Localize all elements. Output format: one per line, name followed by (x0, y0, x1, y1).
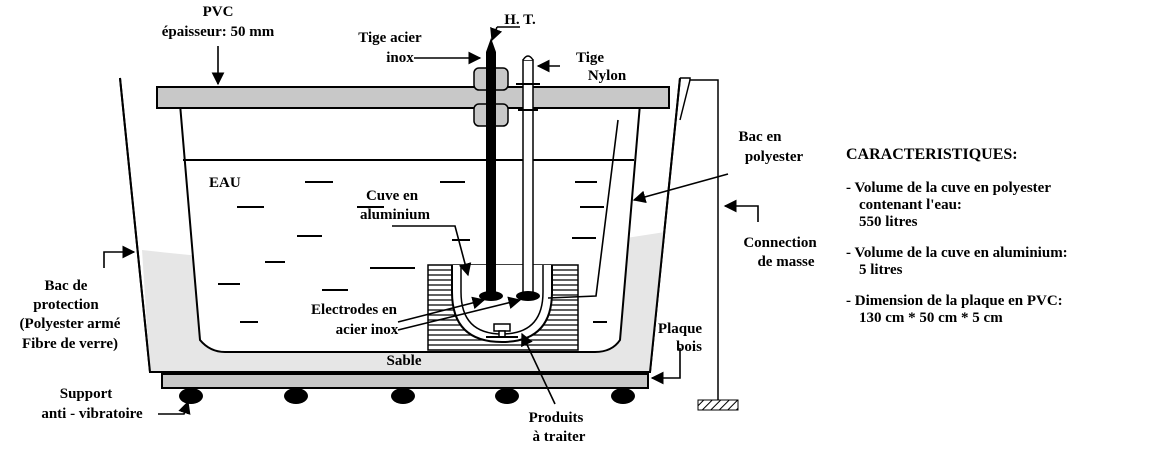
characteristics-title: CARACTERISTIQUES: (846, 146, 1018, 163)
label-bac-protection-3: (Polyester armé (20, 316, 121, 332)
label-tige-nylon-2: Nylon (588, 68, 627, 84)
characteristic-3-line2: 130 cm * 50 cm * 5 cm (859, 310, 1003, 326)
characteristic-3-line1: - Dimension de la plaque en PVC: (846, 293, 1063, 309)
label-produits-1: Produits (529, 410, 584, 426)
characteristics-panel: CARACTERISTIQUES: - Volume de la cuve en… (846, 146, 1146, 341)
annotation-arrows (103, 26, 759, 415)
characteristic-1-line1: - Volume de la cuve en polyester (846, 180, 1051, 196)
label-support-1: Support (60, 386, 113, 402)
ground-connection (679, 77, 739, 411)
wood-plate (161, 373, 649, 389)
water-dashes (218, 181, 607, 323)
label-pvc-title: PVC (203, 4, 234, 20)
characteristic-2-line1: - Volume de la cuve en aluminium: (846, 245, 1068, 261)
label-tige-acier-1: Tige acier (358, 30, 422, 46)
label-cuve-alu-1: Cuve en (366, 188, 419, 204)
characteristic-item-1: - Volume de la cuve en polyester contena… (846, 180, 1146, 231)
label-bac-protection-2: protection (33, 297, 99, 313)
label-connection-1: Connection (743, 235, 817, 251)
characteristic-1-line3: 550 litres (859, 214, 918, 230)
label-bac-protection-1: Bac de (45, 278, 88, 294)
label-ht: H. T. (504, 12, 536, 28)
label-electrodes-1: Electrodes en (311, 302, 398, 318)
label-eau: EAU (209, 175, 241, 191)
label-plaque-bois-2: bois (676, 339, 702, 355)
characteristic-2-line2: 5 litres (859, 262, 903, 278)
label-support-2: anti - vibratoire (41, 406, 143, 422)
support-feet (179, 388, 635, 404)
label-bac-polyester-2: polyester (745, 149, 804, 165)
label-cuve-alu-2: aluminium (360, 207, 431, 223)
label-tige-acier-2: inox (386, 50, 414, 66)
characteristic-item-3: - Dimension de la plaque en PVC: 130 cm … (846, 293, 1146, 327)
characteristic-1-line2: contenant l'eau: (859, 197, 962, 213)
label-bac-protection-4: Fibre de verre) (22, 336, 118, 352)
pvc-plate (156, 86, 670, 109)
steel-rod (473, 38, 509, 295)
characteristic-item-2: - Volume de la cuve en aluminium: 5 litr… (846, 245, 1146, 279)
label-electrodes-2: acier inox (336, 322, 399, 338)
label-plaque-bois-1: Plaque (658, 321, 703, 337)
electrode-left (479, 291, 503, 301)
label-sable: Sable (386, 353, 421, 369)
labels: PVC épaisseur: 50 mm H. T. Tige acier in… (20, 4, 818, 445)
label-tige-nylon-1: Tige (576, 50, 604, 66)
label-produits-2: à traiter (533, 429, 586, 445)
product-stand (486, 323, 518, 338)
electrode-right (516, 291, 540, 301)
label-bac-polyester-1: Bac en (739, 129, 783, 145)
label-pvc-thickness: épaisseur: 50 mm (162, 24, 275, 40)
label-connection-2: de masse (757, 254, 814, 270)
